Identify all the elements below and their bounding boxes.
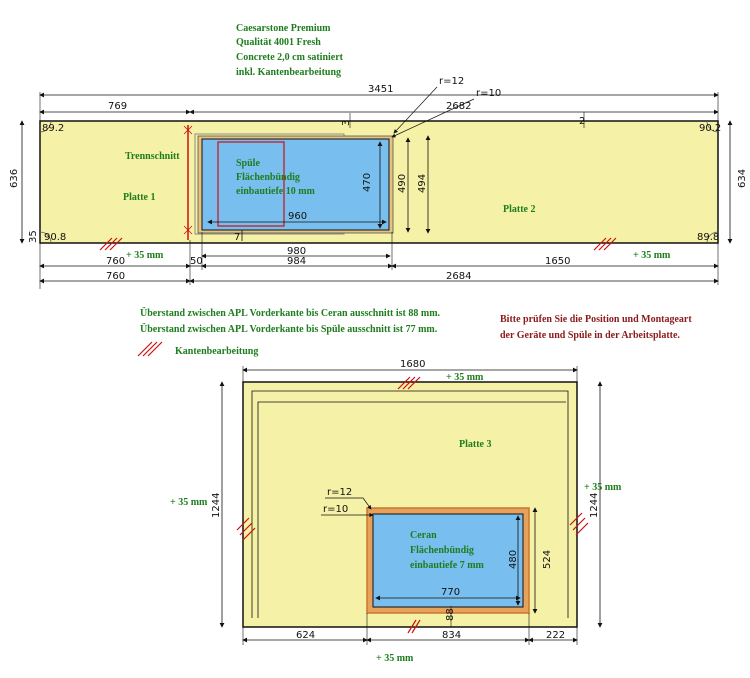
bottom-2684: 2684 [446, 271, 471, 282]
top-worktop: 89.2 90.2 90.8 89.8 Trennschnitt Platte … [9, 76, 748, 289]
header-line-3: Concrete 2,0 cm satiniert [236, 52, 344, 63]
plus35-bottom-left: + 35 mm [170, 497, 208, 508]
note-overhang-ceran: Überstand zwischen APL Vorderkante bis C… [140, 306, 441, 319]
bottom-width: 1680 [400, 359, 425, 370]
sink-bowl-outline [217, 141, 285, 227]
radius-10: r=10 [476, 88, 501, 99]
ceran-height-524: 524 [542, 550, 553, 569]
ceran-height-480: 480 [508, 550, 519, 569]
ceran-cutout [372, 513, 524, 608]
edge-legend-icon [137, 341, 163, 357]
sink-label-1: Spüle [236, 158, 260, 169]
radius-12: r=12 [439, 76, 464, 87]
check-note-2: der Geräte und Spüle in der Arbeitsplatt… [500, 330, 680, 341]
bottom-ext-lines [39, 232, 719, 289]
note-overhang-sink: Überstand zwischen APL Vorderkante bis S… [140, 322, 438, 335]
angle-arc-tr [706, 120, 719, 133]
ceran-label-1: Ceran [410, 530, 437, 541]
sink-height-490: 490 [397, 174, 408, 193]
small-35: 35 [28, 230, 39, 243]
bottom-980: 980 [287, 246, 306, 257]
height-right: 634 [737, 169, 748, 188]
slab-bottom-inner-line [251, 390, 569, 618]
plus35-bottom-top: + 35 mm [446, 372, 484, 383]
bottom-row-ext-lines [242, 613, 578, 645]
bottom-984: 984 [287, 256, 306, 267]
sink-cutout [201, 138, 390, 231]
bottom-worktop: Platte 3 Ceran Flächenbündig einbautiefe… [170, 359, 622, 664]
slab-bottom-inner-line-2 [257, 401, 566, 618]
ceran-label-2: Flächenbündig [410, 545, 474, 556]
ceran-label-3: einbautiefe 7 mm [410, 560, 485, 571]
angle-arc-br [706, 231, 719, 244]
angle-arc-bl [39, 231, 52, 244]
left-width: 769 [108, 101, 127, 112]
radius-10-bottom: r=10 [323, 504, 348, 515]
bottom-222: 222 [546, 630, 565, 641]
plus35-top-right: + 35 mm [633, 250, 671, 261]
sink-width: 960 [288, 211, 307, 222]
plus35-bottom-bottom: + 35 mm [376, 653, 414, 664]
bottom-760b: 760 [106, 271, 125, 282]
right-width: 2682 [446, 101, 471, 112]
small-offset: 7 [234, 232, 240, 243]
header-line-2: Qualität 4001 Fresh [236, 37, 321, 48]
small-2: 2 [579, 116, 585, 127]
bottom-760: 760 [106, 256, 125, 267]
sink-label-2: Flächenbündig [236, 172, 300, 183]
plate-2-label: Platte 2 [503, 204, 536, 215]
edge-marks-top [99, 237, 617, 251]
sink-label-3: einbautiefe 10 mm [236, 186, 316, 197]
angle-br: 89.8 [697, 232, 719, 243]
radius-10-leader [391, 98, 475, 138]
sink-height-494: 494 [417, 174, 428, 193]
check-note-1: Bitte prüfen Sie die Position und Montag… [500, 314, 692, 325]
bottom-50: 50 [190, 256, 203, 267]
plus35-top-left: + 35 mm [126, 250, 164, 261]
legend-edge-label: Kantenbearbeitung [175, 346, 258, 357]
radius-12-bottom: r=12 [327, 487, 352, 498]
bottom-height-right: 1244 [589, 493, 600, 518]
bottom-624: 624 [296, 630, 315, 641]
bottom-1650: 1650 [545, 256, 570, 267]
angle-tl: 89.2 [42, 123, 64, 134]
small-3: 3 [341, 120, 352, 126]
bottom-834: 834 [442, 630, 461, 641]
bottom-height-left: 1244 [211, 493, 222, 518]
ceran-width: 770 [441, 587, 460, 598]
plate-3-label: Platte 3 [459, 439, 492, 450]
notes: Überstand zwischen APL Vorderkante bis C… [137, 306, 692, 357]
sink-height-inner: 470 [362, 173, 373, 192]
header-line-4: inkl. Kantenbearbeitung [236, 67, 341, 78]
total-width: 3451 [368, 84, 393, 95]
separation-cut-label: Trennschnitt [125, 151, 180, 162]
edge-marks-bottom [236, 376, 589, 634]
angle-tr: 90.2 [699, 123, 721, 134]
angle-arc-tl [39, 120, 52, 133]
plate-1-label: Platte 1 [123, 192, 156, 203]
height-left: 636 [9, 169, 20, 188]
material-header: Caesarstone Premium Qualität 4001 Fresh … [236, 23, 344, 78]
separation-cut-marks [183, 125, 193, 235]
plus35-bottom-right: + 35 mm [584, 482, 622, 493]
header-line-1: Caesarstone Premium [236, 23, 331, 34]
radius-12-leader [393, 86, 438, 134]
small-88: 88 [445, 608, 456, 621]
radius-12-bottom-leader [325, 497, 372, 510]
angle-bl: 90.8 [44, 232, 66, 243]
